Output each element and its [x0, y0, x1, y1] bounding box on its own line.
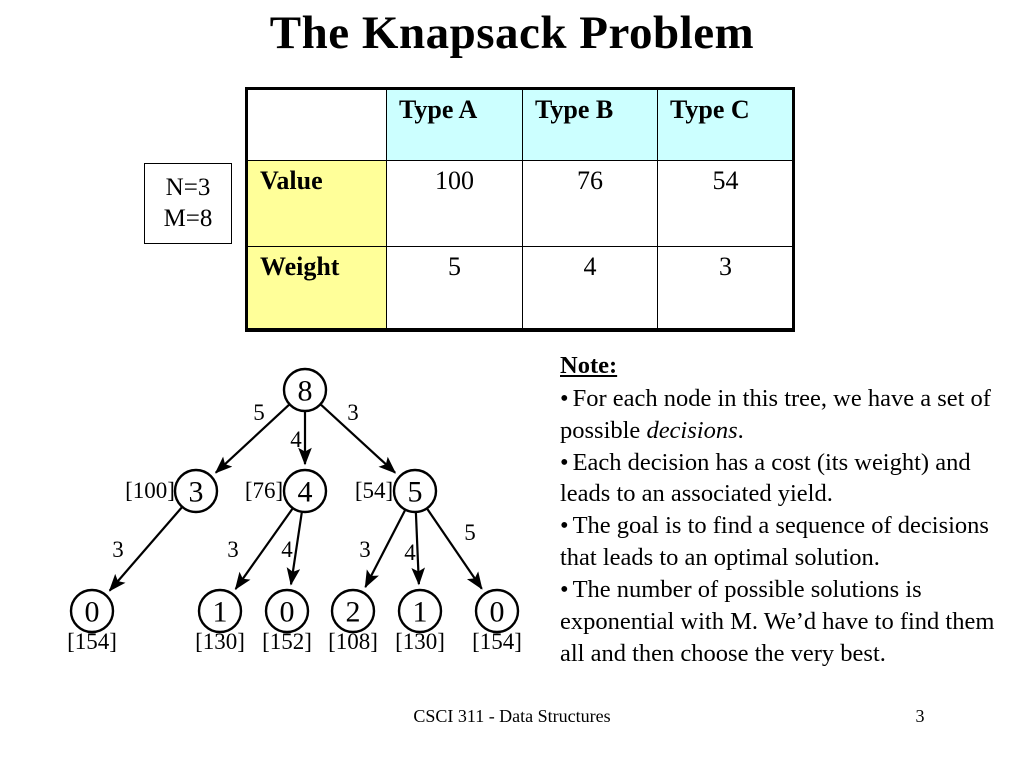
note-text: Each decision has a cost (its weight) an… — [560, 448, 971, 508]
note-bullet-item: •The goal is to find a sequence of decis… — [560, 510, 1010, 574]
tree-node-yield-label: [54] — [355, 478, 393, 503]
tree-node-circle — [69, 588, 115, 634]
tree-node-yield-label: [76] — [245, 478, 283, 503]
tree-node-yield-label: [108] — [328, 629, 378, 654]
table-cell-value-a: 100 — [386, 160, 523, 247]
tree-edge — [426, 508, 483, 590]
tree-node-yield-label: [154] — [67, 629, 117, 654]
note-heading: Note: — [560, 352, 618, 379]
tree-edge-weight-label: 5 — [253, 400, 265, 425]
table-cell-weight-b: 4 — [522, 246, 658, 329]
note-item-list: •For each node in this tree, we have a s… — [560, 383, 1010, 670]
tree-node-yield-label: [130] — [395, 629, 445, 654]
tree-node-label: 3 — [189, 476, 204, 509]
tree-edge — [234, 508, 294, 591]
tree-edge — [320, 404, 397, 474]
page-title: The Knapsack Problem — [269, 7, 755, 59]
tree-edge-group — [108, 404, 483, 592]
tree-node-circle — [282, 367, 328, 413]
table-row-label-value: Value — [247, 160, 387, 247]
table-cell-weight-c: 3 — [657, 246, 794, 329]
tree-edge-weight-label: 3 — [227, 537, 239, 562]
table-cell-value-b: 76 — [522, 160, 658, 247]
tree-edge-weight-label: 3 — [112, 537, 124, 562]
tree-edge-weight-label: 4 — [290, 427, 302, 452]
tree-node-yield-label: [152] — [262, 629, 312, 654]
bullet-icon: • — [560, 448, 569, 476]
footer-page-number: 3 — [915, 706, 925, 726]
tree-node-circle — [173, 468, 219, 514]
tree-node-circle — [330, 588, 376, 634]
parameters-box: N=3 M=8 — [144, 163, 232, 244]
param-m-label: M=8 — [163, 204, 213, 232]
tree-edge-weight-label: 3 — [347, 400, 359, 425]
bullet-icon: • — [560, 384, 569, 412]
table-header-type-c: Type C — [657, 89, 794, 161]
tree-node-label: 4 — [298, 476, 313, 509]
table-corner-cell — [247, 89, 387, 161]
table-row: Weight 5 4 3 — [247, 246, 794, 329]
note-bullet-item: •The number of possible solutions is exp… — [560, 574, 1010, 670]
note-text-tail: . — [737, 416, 744, 444]
note-text: For each node in this tree, we have a se… — [560, 384, 991, 444]
bullet-icon: • — [560, 575, 569, 603]
tree-edge — [411, 512, 426, 586]
tree-node-circle — [397, 588, 443, 634]
tree-node-yield-label: [100] — [125, 478, 175, 503]
tree-node-label: 0 — [280, 596, 295, 629]
table-header-type-a: Type A — [386, 89, 523, 161]
bullet-icon: • — [560, 512, 569, 540]
table-cell-value-c: 54 — [657, 160, 794, 247]
table-cell-weight-a: 5 — [386, 246, 523, 329]
footer-course-label: CSCI 311 - Data Structures — [413, 706, 611, 726]
item-data-table: Type A Type B Type C Value 100 76 54 Wei… — [247, 89, 794, 329]
tree-node-circle — [264, 588, 310, 634]
tree-edge — [108, 506, 183, 592]
tree-node-label: 1 — [413, 596, 428, 629]
tree-edge-weight-label: 5 — [464, 520, 476, 545]
tree-edge-weight-label: 4 — [404, 540, 416, 565]
table-header-row: Type A Type B Type C — [247, 89, 794, 161]
param-n-label: N=3 — [165, 174, 211, 201]
note-emphasis: decisions — [646, 416, 738, 444]
tree-node-label: 2 — [346, 596, 361, 629]
note-bullet-item: •Each decision has a cost (its weight) a… — [560, 447, 1010, 511]
tree-node-label: 8 — [298, 375, 313, 408]
note-text: The number of possible solutions is expo… — [560, 575, 995, 667]
note-bullet-item: •For each node in this tree, we have a s… — [560, 383, 1010, 447]
table-header-type-b: Type B — [522, 89, 658, 161]
tree-node-yield-label: [130] — [195, 629, 245, 654]
table-row: Value 100 76 54 — [247, 160, 794, 247]
tree-node-label: 5 — [408, 476, 423, 509]
note-text: The goal is to find a sequence of decisi… — [560, 512, 989, 572]
tree-edge-weight-label: 4 — [281, 537, 293, 562]
table-row-label-weight: Weight — [247, 246, 387, 329]
tree-node-yield-label: [154] — [472, 629, 522, 654]
tree-bracket-label-group: [100] [76] [54] [154] [130] [152] [108] [130] [1… — [67, 478, 522, 654]
tree-node-circle — [282, 468, 328, 514]
tree-edge — [214, 404, 290, 474]
tree-node-label: 0 — [490, 596, 505, 629]
tree-node-circle — [197, 588, 243, 634]
note-panel: Note: •For each node in this tree, we ha… — [560, 350, 1010, 669]
tree-node-circle — [392, 468, 438, 514]
tree-node-circle — [474, 588, 520, 634]
tree-edge — [364, 510, 406, 589]
tree-edge — [286, 512, 303, 586]
tree-node-label: 1 — [213, 596, 228, 629]
tree-node-label: 0 — [85, 596, 100, 629]
tree-edge-weight-label: 3 — [359, 537, 371, 562]
